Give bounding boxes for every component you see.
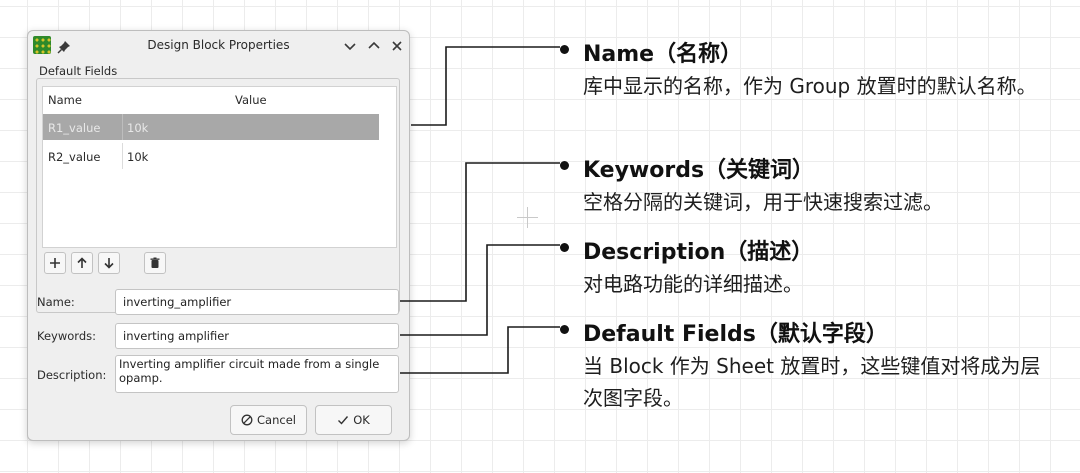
bullet-dot [560, 161, 569, 170]
callout-description: 库中显示的名称，作为 Group 放置时的默认名称。 [583, 74, 1037, 98]
default-fields-connector-line [400, 326, 560, 374]
table-row[interactable]: R2_value 10k [43, 143, 379, 169]
move-down-button[interactable] [98, 252, 120, 274]
default-fields-label: Default Fields [37, 64, 120, 78]
callout-heading: Name（名称） [583, 42, 743, 67]
cancel-button[interactable]: Cancel [230, 405, 307, 435]
maximize-chevron-icon[interactable] [367, 39, 381, 53]
add-icon [50, 258, 60, 268]
name-field[interactable]: inverting_amplifier [115, 289, 399, 315]
move-up-icon [77, 257, 87, 268]
bullet-dot [560, 45, 569, 54]
row-value-cell[interactable]: 10k [127, 121, 149, 135]
close-icon[interactable] [390, 39, 404, 53]
column-header-value[interactable]: Value [235, 93, 267, 107]
dialog-title: Design Block Properties [147, 38, 290, 52]
bullet-dot [560, 243, 569, 252]
minimize-chevron-icon[interactable] [343, 39, 357, 53]
cancel-icon [241, 414, 253, 426]
callout-heading: Description（描述） [583, 240, 814, 265]
row-value-cell[interactable]: 10k [127, 150, 149, 164]
callout-heading: Default Fields（默认字段） [583, 322, 888, 347]
description-label: Description: [37, 368, 107, 382]
delete-icon [150, 257, 160, 268]
row-name-cell[interactable]: R2_value [48, 150, 101, 164]
add-field-button[interactable] [44, 252, 66, 274]
ok-button-label: OK [353, 413, 370, 427]
column-header-name[interactable]: Name [48, 93, 82, 107]
name-label: Name: [37, 295, 75, 309]
bullet-dot [560, 325, 569, 334]
callout-description-text: 对电路功能的详细描述。 [583, 272, 803, 296]
pin-icon[interactable] [57, 39, 71, 54]
fields-table[interactable]: Name Value R1_value 10k R2_value 10k [42, 86, 397, 248]
keywords-connector-line [400, 162, 560, 302]
kicad-app-icon [33, 36, 51, 54]
move-down-icon [104, 258, 114, 269]
cancel-button-label: Cancel [257, 413, 296, 427]
checkmark-icon [338, 416, 349, 425]
title-bar: Design Block Properties [28, 31, 409, 61]
design-block-properties-dialog: Design Block Properties Default Fields N… [27, 30, 410, 441]
ok-button[interactable]: OK [315, 405, 392, 435]
callout-heading: Keywords（关键词） [583, 158, 815, 183]
callout-description: 当 Block 作为 Sheet 放置时，这些键值对将成为层次图字段。 [583, 354, 1041, 410]
callout-description: 空格分隔的关键词，用于快速搜索过滤。 [583, 190, 943, 214]
keywords-field[interactable]: inverting amplifier [115, 323, 399, 349]
row-name-cell[interactable]: R1_value [48, 121, 101, 135]
description-connector-line [400, 244, 560, 336]
description-field[interactable]: Inverting amplifier circuit made from a … [115, 355, 399, 393]
canvas-crosshair [517, 207, 538, 228]
table-row[interactable]: R1_value 10k [43, 114, 379, 140]
name-connector-line [411, 46, 560, 126]
move-up-button[interactable] [71, 252, 93, 274]
keywords-label: Keywords: [37, 329, 96, 343]
table-header: Name Value [43, 87, 396, 113]
delete-field-button[interactable] [144, 252, 166, 274]
